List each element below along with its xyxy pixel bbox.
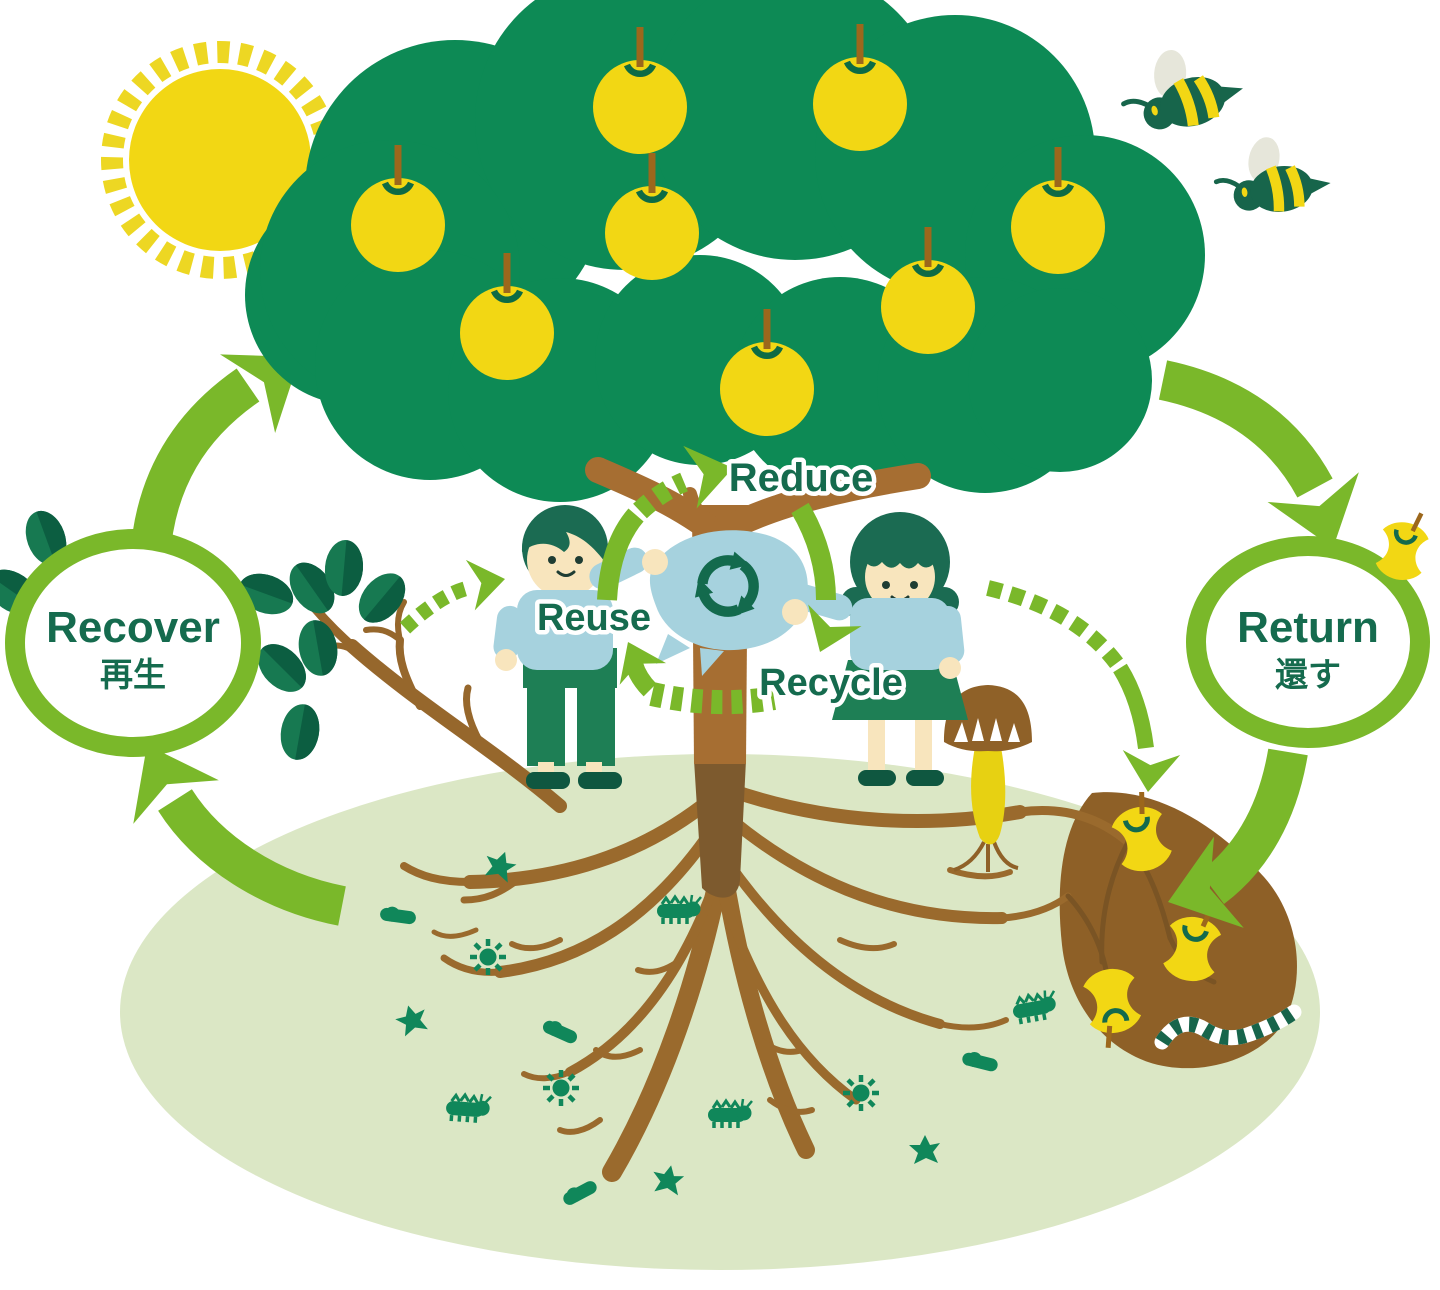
girl-figure [789, 512, 968, 786]
recycle-bag-icon [642, 530, 808, 676]
label-reuse: Reuse [537, 597, 651, 639]
branch-to-recover-arrow [399, 553, 510, 634]
recover-badge [5, 529, 261, 757]
girl-to-compost-arrow [986, 580, 1181, 795]
tree-roots [400, 783, 1133, 1182]
bee-icon [1111, 29, 1249, 144]
label-return-ja: 還す [1275, 656, 1341, 693]
return-cycle-arrows [1153, 360, 1379, 948]
trunk-underground [694, 760, 746, 898]
label-recover-ja: 再生 [100, 656, 166, 693]
label-reduce: Reduce [729, 456, 874, 500]
label-recycle: Recycle [759, 662, 903, 704]
reduce-reuse-recycle-arrows [597, 436, 862, 715]
label-return: Return [1237, 603, 1379, 652]
return-badge [1186, 506, 1434, 748]
bee-icon [1210, 125, 1333, 221]
boy-figure [493, 505, 648, 789]
worm-icon [1154, 1004, 1302, 1050]
ground-soil [120, 754, 1320, 1270]
mushroom-icon [944, 685, 1032, 872]
label-recover: Recover [46, 603, 220, 652]
